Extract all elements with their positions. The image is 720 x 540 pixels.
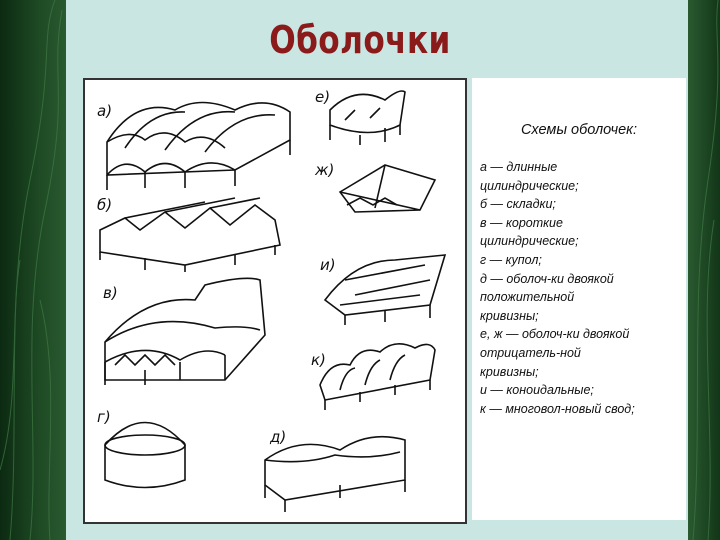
legend-line: е, ж — оболоч-ки двоякой (480, 325, 686, 344)
legend-line: кривизны; (480, 307, 686, 326)
label-b: б) (97, 196, 112, 214)
scheme-v-drawing (105, 278, 265, 385)
page-title: Оболочки (65, 18, 655, 62)
legend-line: к — многовол-новый свод; (480, 400, 686, 419)
legend-line: б — складки; (480, 195, 686, 214)
label-k: к) (311, 351, 326, 369)
legend-line: д — оболоч-ки двоякой (480, 270, 686, 289)
legend-line: положительной (480, 288, 686, 307)
legend-line: и — коноидальные; (480, 381, 686, 400)
right-decorative-band (688, 0, 720, 540)
legend-line: а — длинные (480, 158, 686, 177)
legend-line: кривизны; (480, 363, 686, 382)
label-e: е) (315, 88, 330, 106)
legend-list: а — длинные цилиндрические; б — складки;… (480, 158, 686, 418)
label-d: д) (269, 428, 286, 446)
legend-line: цилиндрические; (480, 232, 686, 251)
label-zh: ж) (314, 161, 334, 179)
scheme-g-drawing (105, 423, 185, 488)
label-i: и) (320, 256, 336, 274)
legend-line: в — короткие (480, 214, 686, 233)
caption-heading: Схемы оболочек: (472, 122, 686, 138)
scheme-k-drawing (320, 344, 435, 410)
scheme-zh-drawing (340, 165, 435, 212)
scheme-i-drawing (325, 255, 445, 325)
label-v: в) (103, 284, 118, 302)
label-a: а) (97, 102, 112, 120)
shell-schemes-figure: а) б) в) г) д) е) ж) и) к) (83, 78, 467, 524)
scheme-b-drawing (100, 198, 280, 272)
scheme-a-drawing (107, 103, 290, 191)
legend-line: г — купол; (480, 251, 686, 270)
legend-line: отрицатель-ной (480, 344, 686, 363)
label-g: г) (97, 408, 111, 426)
scheme-d-drawing (265, 437, 405, 512)
scheme-e-drawing (330, 91, 405, 145)
caption-panel: Схемы оболочек: а — длинные цилиндрическ… (472, 78, 686, 520)
left-decorative-band (0, 0, 66, 540)
legend-line: цилиндрические; (480, 177, 686, 196)
